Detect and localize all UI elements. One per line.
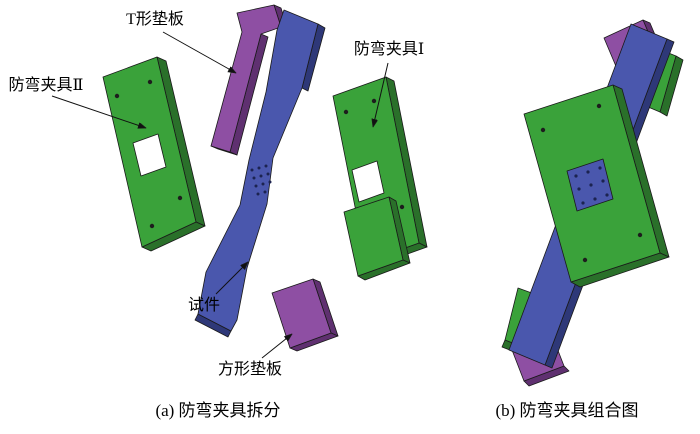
part-square-plate <box>271 278 339 352</box>
panel-b-assembled-view <box>501 19 684 387</box>
fixture-block-window-dots <box>574 166 609 205</box>
panel-a-exploded-view: T形垫板 防弯夹具Ⅱ 防弯夹具Ⅰ 试件 方形垫板 <box>9 4 428 378</box>
part-fixture-1 <box>332 76 428 281</box>
square-plate-face <box>271 278 332 349</box>
leader-t-plate <box>162 31 236 74</box>
label-square-plate: 方形垫板 <box>218 360 282 378</box>
label-t-plate: T形垫板 <box>126 10 184 28</box>
specimen-gauge-dots <box>250 164 272 196</box>
fixture-block-screws <box>540 103 643 263</box>
fixture-2-screws <box>114 79 183 229</box>
part-specimen <box>194 9 326 338</box>
leader-fixture-1 <box>373 62 389 127</box>
assembled-fixture-block <box>523 84 670 288</box>
caption-panel-b: (b) 防弯夹具组合图 <box>495 401 638 420</box>
leader-fixture-2 <box>51 95 146 128</box>
specimen-thickness <box>194 23 326 338</box>
label-specimen: 试件 <box>188 296 220 314</box>
fixture-1-screws <box>343 98 405 210</box>
specimen-face <box>197 9 319 332</box>
leader-lines <box>51 31 389 359</box>
label-fixture-1: 防弯夹具Ⅰ <box>354 40 424 58</box>
leader-square-plate <box>261 334 292 359</box>
t-plate-face <box>210 4 282 153</box>
square-plate-thickness <box>289 278 339 352</box>
fixture-2-hole <box>132 133 167 177</box>
caption-panel-a: (a) 防弯夹具拆分 <box>155 401 280 420</box>
fixture-1-hole <box>351 160 385 203</box>
part-fixture-2 <box>102 56 206 252</box>
fixture-1-cover-face <box>343 196 404 277</box>
label-fixture-2: 防弯夹具Ⅱ <box>9 76 84 94</box>
leader-specimen <box>215 262 248 295</box>
